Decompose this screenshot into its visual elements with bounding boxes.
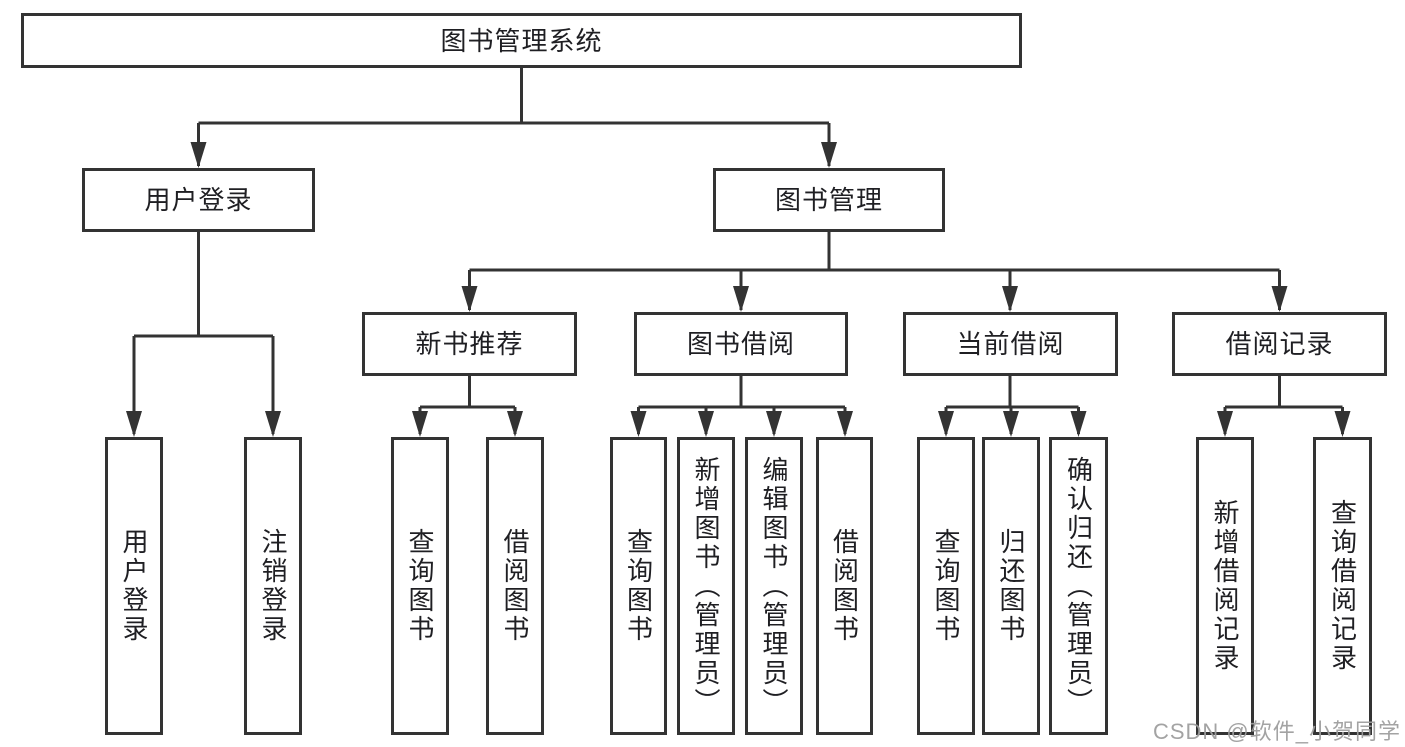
node-label: 新增图书（管理员） <box>691 455 721 717</box>
node-user-login: 用户登录 <box>82 168 315 232</box>
node-label: 借阅图书 <box>829 528 860 644</box>
node-label: 用户登录 <box>144 185 253 215</box>
node-borrowing-records: 借阅记录 <box>1172 312 1387 376</box>
node-label: 图书管理系统 <box>440 25 603 56</box>
node-label: 归还图书 <box>996 528 1026 644</box>
node-add-books-admin: 新增图书（管理员） <box>677 437 735 735</box>
node-current-borrowing: 当前借阅 <box>903 312 1118 376</box>
node-label: 借阅记录 <box>1225 329 1334 359</box>
node-label: 当前借阅 <box>956 329 1065 359</box>
node-label: 图书借阅 <box>686 329 795 359</box>
node-new-book-recommendation: 新书推荐 <box>362 312 577 376</box>
node-label: 新书推荐 <box>415 329 524 359</box>
node-library-management-system: 图书管理系统 <box>21 13 1022 68</box>
node-label: 图书管理 <box>774 185 883 215</box>
node-borrow-books-recommend: 借阅图书 <box>486 437 544 735</box>
node-edit-books-admin: 编辑图书（管理员） <box>745 437 803 735</box>
node-label: 查询图书 <box>623 528 654 644</box>
node-label: 查询借阅记录 <box>1327 499 1358 673</box>
node-add-borrow-record: 新增借阅记录 <box>1196 437 1254 735</box>
node-query-borrow-record: 查询借阅记录 <box>1313 437 1372 735</box>
node-label: 编辑图书（管理员） <box>759 455 789 717</box>
node-label: 借阅图书 <box>500 528 530 644</box>
csdn-watermark: CSDN @软件_小贺同学 <box>1152 719 1401 744</box>
node-query-books-current: 查询图书 <box>917 437 975 735</box>
node-label: 用户登录 <box>119 528 149 644</box>
node-query-books-borrowing: 查询图书 <box>610 437 667 735</box>
node-label: 注销登录 <box>258 528 288 644</box>
node-label: 查询图书 <box>931 528 961 644</box>
node-query-books-recommend: 查询图书 <box>391 437 449 735</box>
node-book-borrowing: 图书借阅 <box>634 312 848 376</box>
node-logout-leaf: 注销登录 <box>244 437 302 735</box>
node-book-management: 图书管理 <box>713 168 945 232</box>
node-return-books: 归还图书 <box>982 437 1040 735</box>
node-label: 查询图书 <box>405 528 435 644</box>
node-label: 新增借阅记录 <box>1210 499 1240 673</box>
node-user-login-leaf: 用户登录 <box>105 437 163 735</box>
node-label: 确认归还（管理员） <box>1063 455 1094 717</box>
node-confirm-return-admin: 确认归还（管理员） <box>1049 437 1108 735</box>
node-borrow-books-leaf: 借阅图书 <box>816 437 873 735</box>
